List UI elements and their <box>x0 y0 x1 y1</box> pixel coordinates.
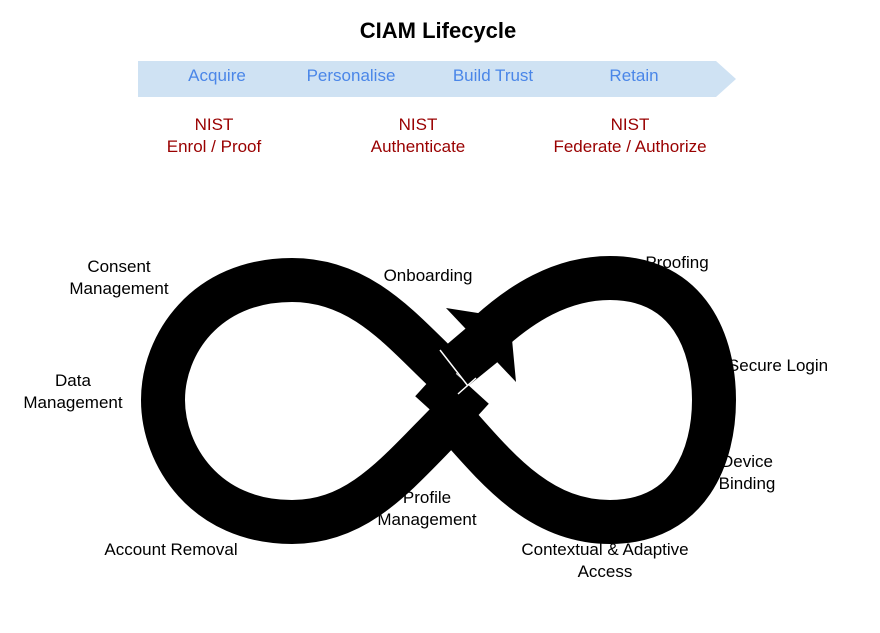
stage-acquire: Acquire <box>188 66 246 85</box>
label-data-management: Data Management <box>14 370 132 414</box>
data-line1: Data <box>55 371 91 390</box>
contextual-line2: Access <box>577 562 633 581</box>
device-line1: Device <box>721 452 773 471</box>
device-line2: Binding <box>718 474 776 493</box>
stage-retain: Retain <box>609 66 659 85</box>
nist-auth-line1: NIST <box>398 115 438 134</box>
crossing-separator-1 <box>439 349 469 387</box>
crossing-separator-2 <box>457 377 477 395</box>
label-proofing: Proofing <box>645 253 709 272</box>
consent-line2: Management <box>69 279 169 298</box>
data-line2: Management <box>23 393 123 412</box>
diagram-title: CIAM Lifecycle <box>359 18 517 43</box>
label-onboarding: Onboarding <box>383 266 473 285</box>
nist-enrol-proof: NIST Enrol / Proof <box>144 114 284 158</box>
nist-fed-line1: NIST <box>610 115 650 134</box>
right-lobe <box>435 255 737 545</box>
left-lobe <box>140 257 468 545</box>
label-device-binding: Device Binding <box>706 451 788 495</box>
nist-authenticate: NIST Authenticate <box>348 114 488 158</box>
arrow-head <box>446 308 516 382</box>
nist-auth-line2: Authenticate <box>370 137 466 156</box>
nist-federate-authorize: NIST Federate / Authorize <box>530 114 730 158</box>
profile-line1: Profile <box>402 488 452 507</box>
contextual-line1: Contextual & Adaptive <box>521 540 689 559</box>
nist-enrol-line2: Enrol / Proof <box>166 137 262 156</box>
stage-personalise: Personalise <box>306 66 396 85</box>
label-secure-login: Secure Login <box>727 356 829 375</box>
consent-line1: Consent <box>87 257 151 276</box>
crossing-band <box>415 363 489 437</box>
profile-line2: Management <box>377 510 477 529</box>
label-consent-management: Consent Management <box>60 256 178 300</box>
stage-build-trust: Build Trust <box>452 66 534 85</box>
nist-enrol-line1: NIST <box>194 115 234 134</box>
label-profile-management: Profile Management <box>366 487 488 531</box>
nist-fed-line2: Federate / Authorize <box>553 137 707 156</box>
label-account-removal: Account Removal <box>104 540 238 559</box>
label-contextual-adaptive-access: Contextual & Adaptive Access <box>498 539 712 583</box>
